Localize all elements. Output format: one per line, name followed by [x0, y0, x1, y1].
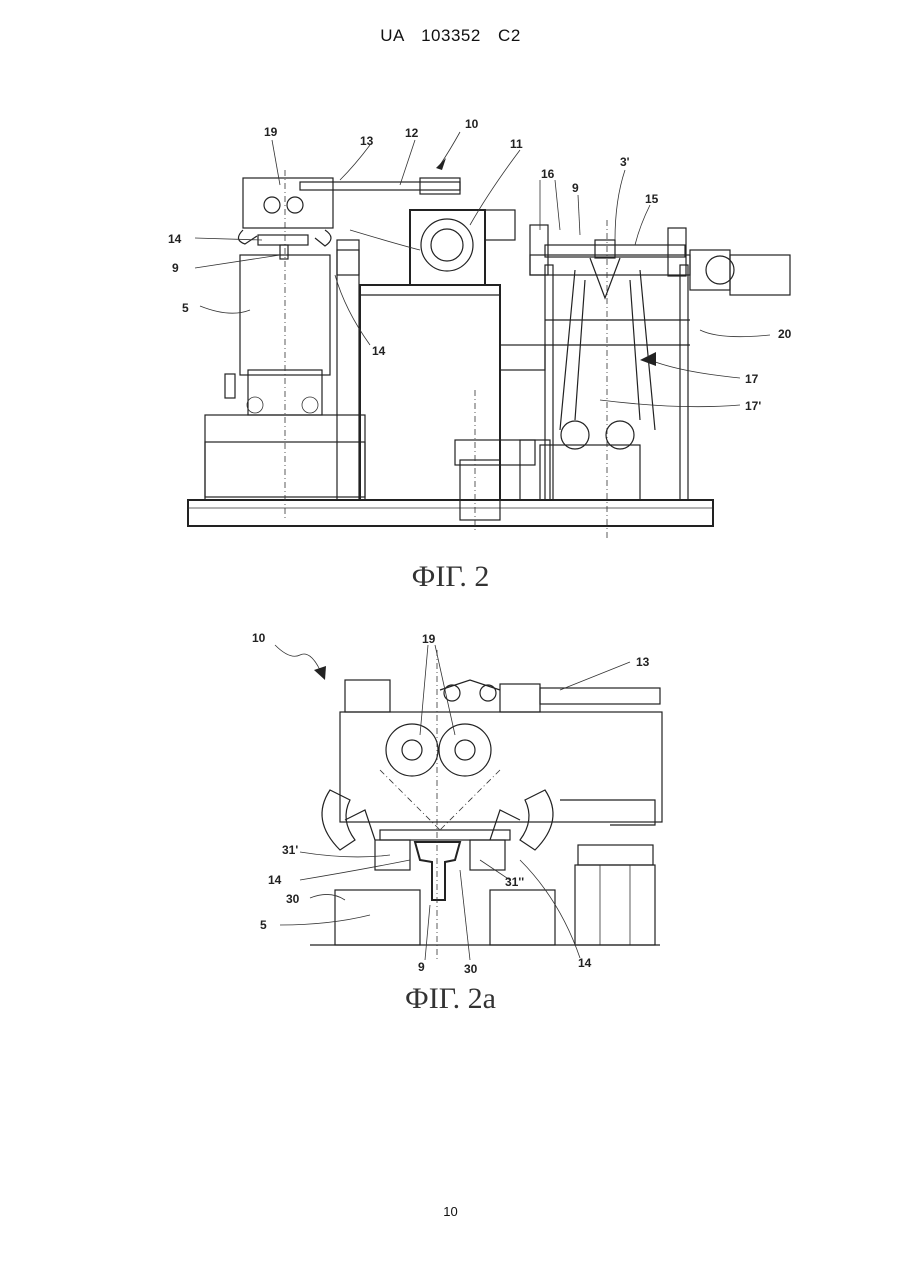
- label-9-right: 9: [572, 181, 579, 195]
- label-17: 17: [745, 372, 759, 386]
- label-19: 19: [422, 632, 436, 646]
- label-16: 16: [541, 167, 555, 181]
- label-13: 13: [360, 134, 374, 148]
- label-14-left: 14: [268, 873, 282, 887]
- figure-2a-caption: ФІГ. 2a: [0, 982, 901, 1016]
- label-5: 5: [260, 918, 267, 932]
- label-9: 9: [418, 960, 425, 974]
- label-17-prime: 17': [745, 399, 761, 413]
- label-12: 12: [405, 126, 419, 140]
- label-10: 10: [465, 117, 479, 131]
- label-31-prime: 31': [282, 843, 298, 857]
- label-30-left: 30: [286, 892, 300, 906]
- label-30-bottom: 30: [464, 962, 478, 976]
- page-number: 10: [0, 1204, 901, 1219]
- label-13: 13: [636, 655, 650, 669]
- label-9-left: 9: [172, 261, 179, 275]
- label-19: 19: [264, 125, 278, 139]
- label-3-prime: 3': [620, 155, 630, 169]
- label-15: 15: [645, 192, 659, 206]
- label-10: 10: [252, 631, 266, 645]
- label-20: 20: [778, 327, 792, 341]
- figure-2-caption: ФІГ. 2: [0, 560, 901, 594]
- label-14-center: 14: [372, 344, 386, 358]
- figure-2a-drawing: 10 19 13 31' 14 31'' 30 5 9 30 14: [0, 620, 901, 1000]
- label-11: 11: [510, 137, 523, 151]
- label-31-double-prime: 31'': [505, 875, 524, 889]
- label-14-left: 14: [168, 232, 182, 246]
- label-14-right: 14: [578, 956, 592, 970]
- label-5: 5: [182, 301, 189, 315]
- figure-2-drawing: 19 13 12 10 11 16 9 3' 15 14 9 5 14 20 1…: [0, 0, 901, 560]
